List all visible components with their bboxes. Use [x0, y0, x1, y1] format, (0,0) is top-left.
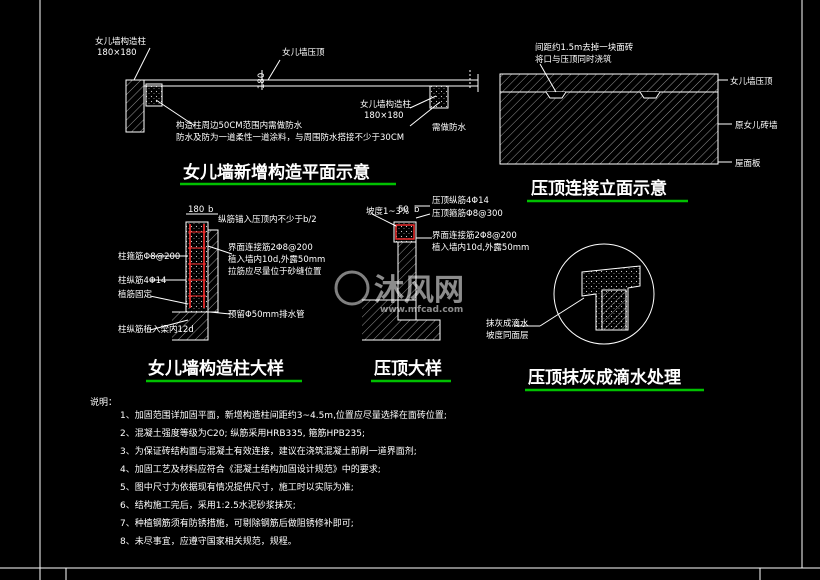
elevation-note-2: 将口与压顶同时浇筑: [535, 54, 612, 65]
plan-note-2: 防水及防为一道柔性一道涂料，与周围防水搭接不少于30CM: [176, 132, 404, 143]
column-longbar-label: 柱纵筋4Φ14: [118, 275, 166, 286]
column-detail-drawing: [149, 213, 233, 341]
plan-note-1: 构造柱周边50CM范围内需做防水: [176, 120, 303, 131]
coping-tie-2: 植入墙内10d,外露50mm: [432, 242, 529, 253]
coping-dim-b: b: [414, 205, 419, 215]
drip-detail-drawing: [514, 243, 655, 345]
note-item: 5、图中尺寸为依据现有情况提供尺寸，施工时以实际为准;: [120, 481, 354, 493]
note-item: 4、加固工艺及材料应符合《混凝土结构加固设计规范》中的要求;: [120, 463, 381, 475]
note-item: 1、加固范围详加固平面，新增构造柱间距约3~4.5m,位置应尽量选择在面砖位置;: [120, 409, 447, 421]
elevation-right-3: 屋面板: [735, 158, 761, 169]
coping-dim-50: 50: [398, 205, 409, 215]
watermark: 沐风网 www.mfcad.com: [334, 270, 464, 315]
column-dim-180: 180: [188, 205, 204, 215]
column-tie-2: 植入墙内10d,外露50mm: [228, 254, 325, 265]
plan-col-right-size: 180×180: [364, 111, 404, 121]
column-anchor-note: 纵筋锚入压顶内不少于b/2: [218, 214, 317, 225]
notes-heading: 说明：: [90, 396, 117, 408]
elevation-right-2: 原女儿砖墙: [735, 120, 778, 131]
coping-detail-drawing: [362, 205, 441, 341]
note-item: 3、为保证砖结构面与混凝土有效连接，建议在浇筑混凝土前刷一道界面剂;: [120, 445, 417, 457]
column-plant-label: 植筋固定: [118, 289, 153, 300]
coping-tie-1: 界面连接筋2Φ8@200: [432, 230, 517, 241]
column-tie-3: 拉筋应尽量位于砂缝位置: [228, 266, 322, 277]
plan-col-left-size: 180×180: [97, 48, 137, 58]
watermark-brand: 沐风网: [374, 273, 464, 308]
coping-longbar-label: 压顶纵筋4Φ14: [432, 195, 489, 206]
drip-label-1: 抹灰成滴水: [486, 318, 529, 329]
watermark-logo-icon: [334, 270, 370, 306]
note-item: 2、混凝土强度等级为C20; 纵筋采用HRB335, 箍筋HPB235;: [120, 427, 365, 439]
note-item: 6、结构施工完后，采用1:2.5水泥砂浆抹灰;: [120, 499, 296, 511]
note-item: 8、未尽事宜，应遵守国家相关规范，规程。: [120, 535, 297, 547]
column-title: 女儿墙构造柱大样: [148, 358, 284, 379]
drip-title: 压顶抹灰成滴水处理: [528, 367, 681, 388]
plan-col-right-label: 女儿墙构造柱: [360, 99, 412, 110]
column-longbar-anchor: 柱纵筋植入梁内12d: [118, 324, 194, 335]
plan-dim-180: 180: [257, 73, 267, 89]
coping-title: 压顶大样: [374, 358, 442, 379]
watermark-url: www.mfcad.com: [380, 305, 463, 315]
elevation-note-1: 间距约1.5m去掉一块面砖: [535, 42, 634, 53]
plan-drawing: [125, 47, 479, 133]
drip-label-2: 坡度同面层: [486, 330, 529, 341]
plan-waterproof-label: 需做防水: [432, 122, 467, 133]
column-stirrup-label: 柱箍筋Φ8@200: [118, 251, 180, 262]
column-dim-b: b: [208, 205, 213, 215]
elevation-drawing: [499, 63, 732, 165]
note-item: 7、种植钢筋须有防锈措施，可剔除钢筋后做阻锈修补即可;: [120, 517, 354, 529]
column-hole-label: 预留Φ50mm排水管: [228, 309, 305, 320]
column-tie-1: 界面连接筋2Φ8@200: [228, 242, 313, 253]
plan-title: 女儿墙新增构造平面示意: [183, 162, 370, 183]
coping-stirrup-label: 压顶箍筋Φ8@300: [432, 208, 503, 219]
plan-col-left-label: 女儿墙构造柱: [95, 36, 147, 47]
coping-slope-label: 坡度1~3%: [366, 206, 409, 217]
elevation-right-1: 女儿墙压顶: [730, 76, 773, 87]
notes-block: 说明： 1、加固范围详加固平面，新增构造柱间距约3~4.5m,位置应尽量选择在面…: [90, 396, 447, 547]
elevation-title: 压顶连接立面示意: [531, 178, 667, 199]
plan-parapet-label: 女儿墙压顶: [282, 47, 325, 58]
